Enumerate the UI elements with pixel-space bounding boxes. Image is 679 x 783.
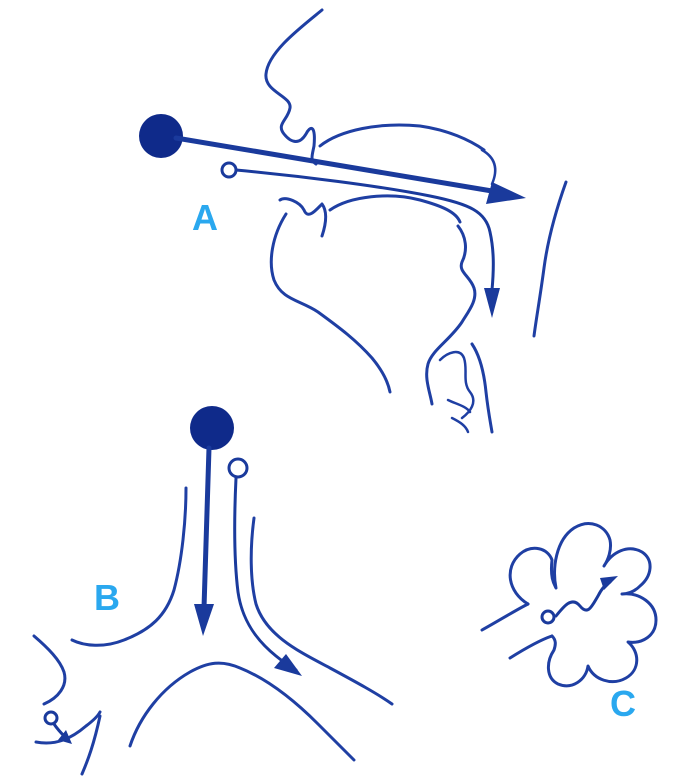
arrowhead-large-a <box>486 182 526 204</box>
tiny-particle-b <box>45 712 57 724</box>
alveolar-sac-outline <box>510 524 656 686</box>
pharynx-outline <box>427 226 475 404</box>
left-bronchus-upper-wall <box>34 636 65 704</box>
trachea-left-wall <box>72 488 186 645</box>
left-subbronchus-wall <box>82 716 100 774</box>
larynx-outline <box>440 352 473 432</box>
face-profile-outline <box>266 10 322 164</box>
large-particle-b <box>190 406 234 450</box>
particle-path-c <box>556 582 610 616</box>
small-particle-b <box>229 459 247 477</box>
label-b: B <box>94 580 120 616</box>
neck-front-outline <box>271 214 390 392</box>
alveolar-duct-lower-wall <box>510 636 552 658</box>
large-particle-path-b <box>204 448 209 608</box>
chin-outline <box>280 199 326 236</box>
back-of-neck-outline <box>534 182 566 336</box>
label-c: C <box>610 686 636 722</box>
tongue-outline <box>330 196 460 222</box>
nasal-cavity-outline <box>320 125 484 150</box>
trachea-outline <box>472 344 492 432</box>
arrowhead-large-b <box>194 604 214 636</box>
small-particle-a <box>222 163 236 177</box>
palate-outline <box>482 150 495 184</box>
carina-outline <box>130 663 354 760</box>
small-particle-path-a <box>236 170 493 290</box>
particle-c <box>542 611 554 623</box>
label-a: A <box>192 200 218 236</box>
trachea-right-wall <box>251 518 392 704</box>
arrowhead-small-a <box>484 288 500 318</box>
panel-b-bronchi <box>34 406 392 774</box>
alveolar-duct-upper-wall <box>482 604 528 630</box>
panel-c-alveolus <box>482 524 656 686</box>
